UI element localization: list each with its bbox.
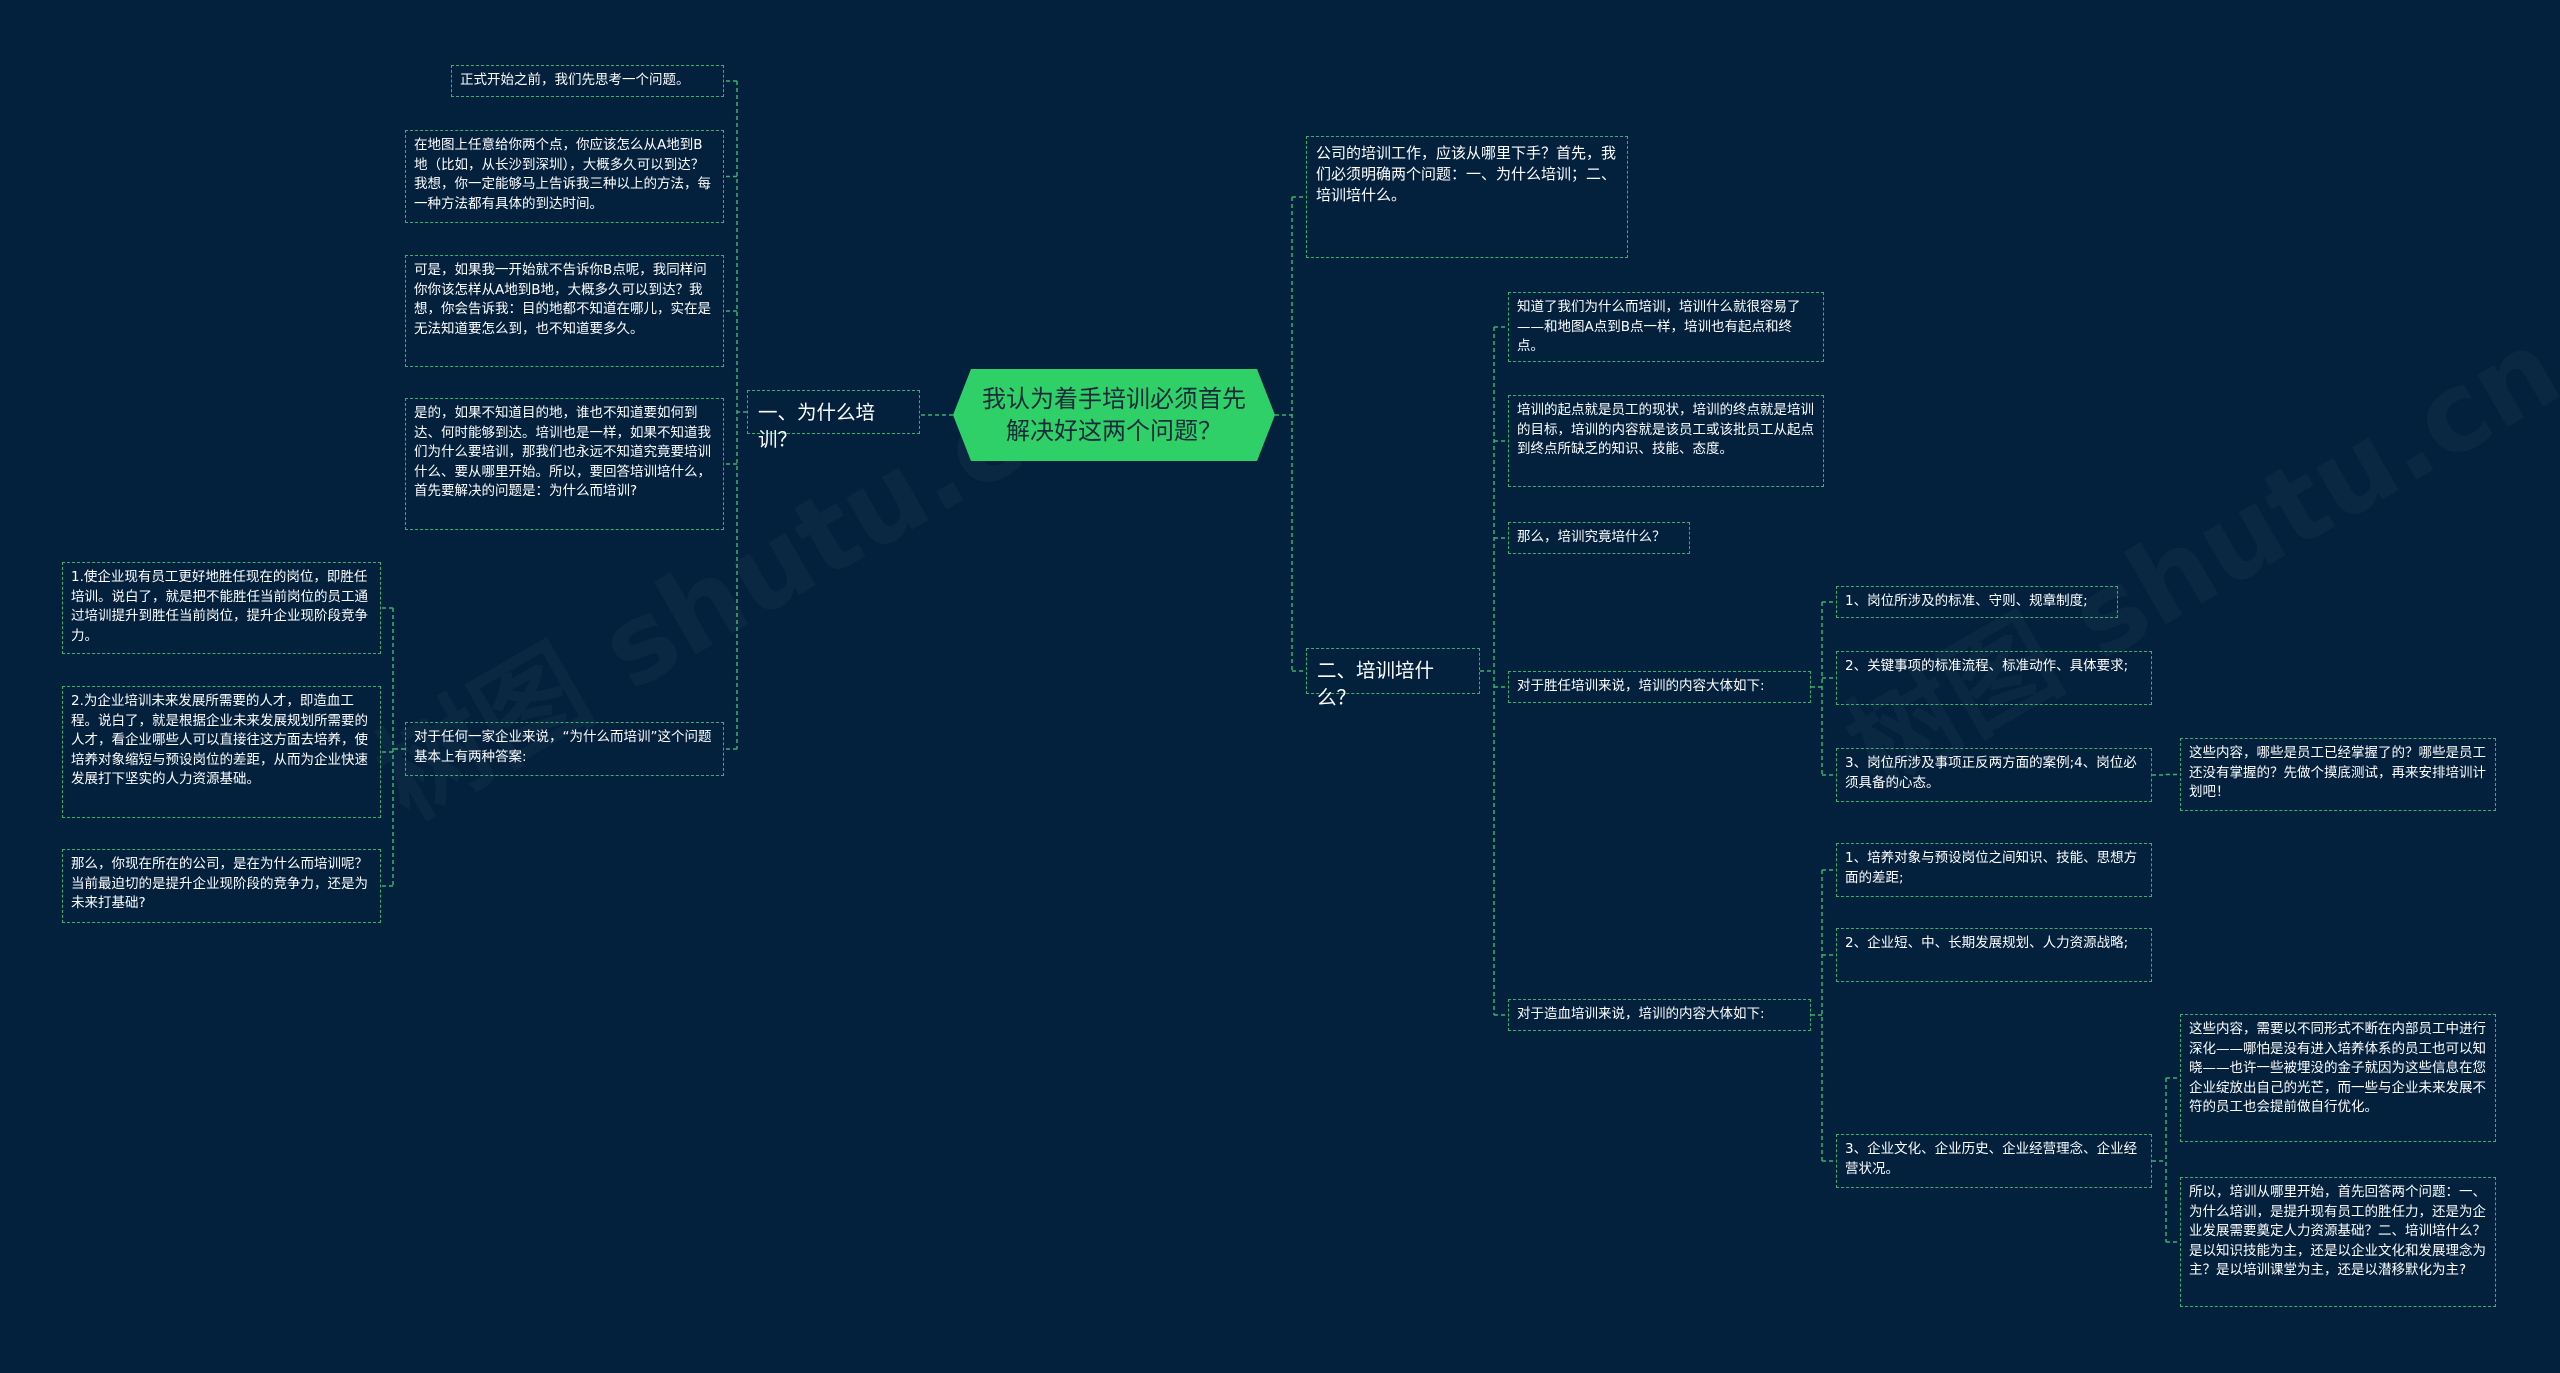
- hematopoiesis-item-3[interactable]: 3、企业文化、企业历史、企业经营理念、企业经营状况。: [1836, 1134, 2152, 1188]
- left-item-2[interactable]: 在地图上任意给你两个点，你应该怎么从A地到B地（比如，从长沙到深圳），大概多久可…: [405, 130, 724, 223]
- hematopoiesis-item-2[interactable]: 2、企业短、中、长期发展规划、人力资源战略;: [1836, 928, 2152, 982]
- hematopoiesis-item-1[interactable]: 1、培养对象与预设岗位之间知识、技能、思想方面的差距;: [1836, 843, 2152, 897]
- right-point-2[interactable]: 培训的起点就是员工的现状，培训的终点就是培训的目标，培训的内容就是该员工或该批员…: [1508, 395, 1824, 487]
- branch-why-training[interactable]: 一、为什么培训？: [747, 390, 920, 451]
- competency-item-2[interactable]: 2、关键事项的标准流程、标准动作、具体要求;: [1836, 651, 2152, 705]
- right-point-3[interactable]: 那么，培训究竟培什么？: [1508, 522, 1690, 554]
- competency-item-1[interactable]: 1、岗位所涉及的标准、守则、规章制度;: [1836, 586, 2118, 618]
- competency-item-3[interactable]: 3、岗位所涉及事项正反两方面的案例;4、岗位必须具备的心态。: [1836, 748, 2152, 802]
- competency-label[interactable]: 对于胜任培训来说，培训的内容大体如下:: [1508, 671, 1811, 703]
- answer-question[interactable]: 那么，你现在所在的公司，是在为什么而培训呢？当前最迫切的是提升企业现阶段的竞争力…: [62, 849, 381, 923]
- left-item-1[interactable]: 正式开始之前，我们先思考一个问题。: [451, 65, 724, 97]
- hematopoiesis-label[interactable]: 对于造血培训来说，培训的内容大体如下:: [1508, 999, 1811, 1031]
- left-item-3[interactable]: 可是，如果我一开始就不告诉你B点呢，我同样问你你该怎样从A地到B地，大概多久可以…: [405, 255, 724, 367]
- right-intro[interactable]: 公司的培训工作，应该从哪里下手？首先，我们必须明确两个问题：一、为什么培训；二、…: [1306, 136, 1628, 258]
- hematopoiesis-note-1[interactable]: 这些内容，需要以不同形式不断在内部员工中进行深化——哪怕是没有进入培养体系的员工…: [2180, 1014, 2496, 1142]
- branch-what-training[interactable]: 二、培训培什么？: [1306, 648, 1480, 709]
- answer-competency[interactable]: 1.使企业现有员工更好地胜任现在的岗位，即胜任培训。说白了，就是把不能胜任当前岗…: [62, 562, 381, 654]
- left-item-5[interactable]: 对于任何一家企业来说，“为什么而培训”这个问题基本上有两种答案:: [405, 722, 724, 776]
- competency-note[interactable]: 这些内容，哪些是员工已经掌握了的？哪些是员工还没有掌握的？先做个摸底测试，再来安…: [2180, 738, 2496, 811]
- hematopoiesis-note-2[interactable]: 所以，培训从哪里开始，首先回答两个问题：一、为什么培训，是提升现有员工的胜任力，…: [2180, 1177, 2496, 1307]
- answer-hematopoiesis[interactable]: 2.为企业培训未来发展所需要的人才，即造血工程。说白了，就是根据企业未来发展规划…: [62, 686, 381, 818]
- left-item-4[interactable]: 是的，如果不知道目的地，谁也不知道要如何到达、何时能够到达。培训也是一样，如果不…: [405, 398, 724, 530]
- right-point-1[interactable]: 知道了我们为什么而培训，培训什么就很容易了——和地图A点到B点一样，培训也有起点…: [1508, 292, 1824, 362]
- root-topic[interactable]: 我认为着手培训必须首先解决好这两个问题？: [953, 369, 1275, 461]
